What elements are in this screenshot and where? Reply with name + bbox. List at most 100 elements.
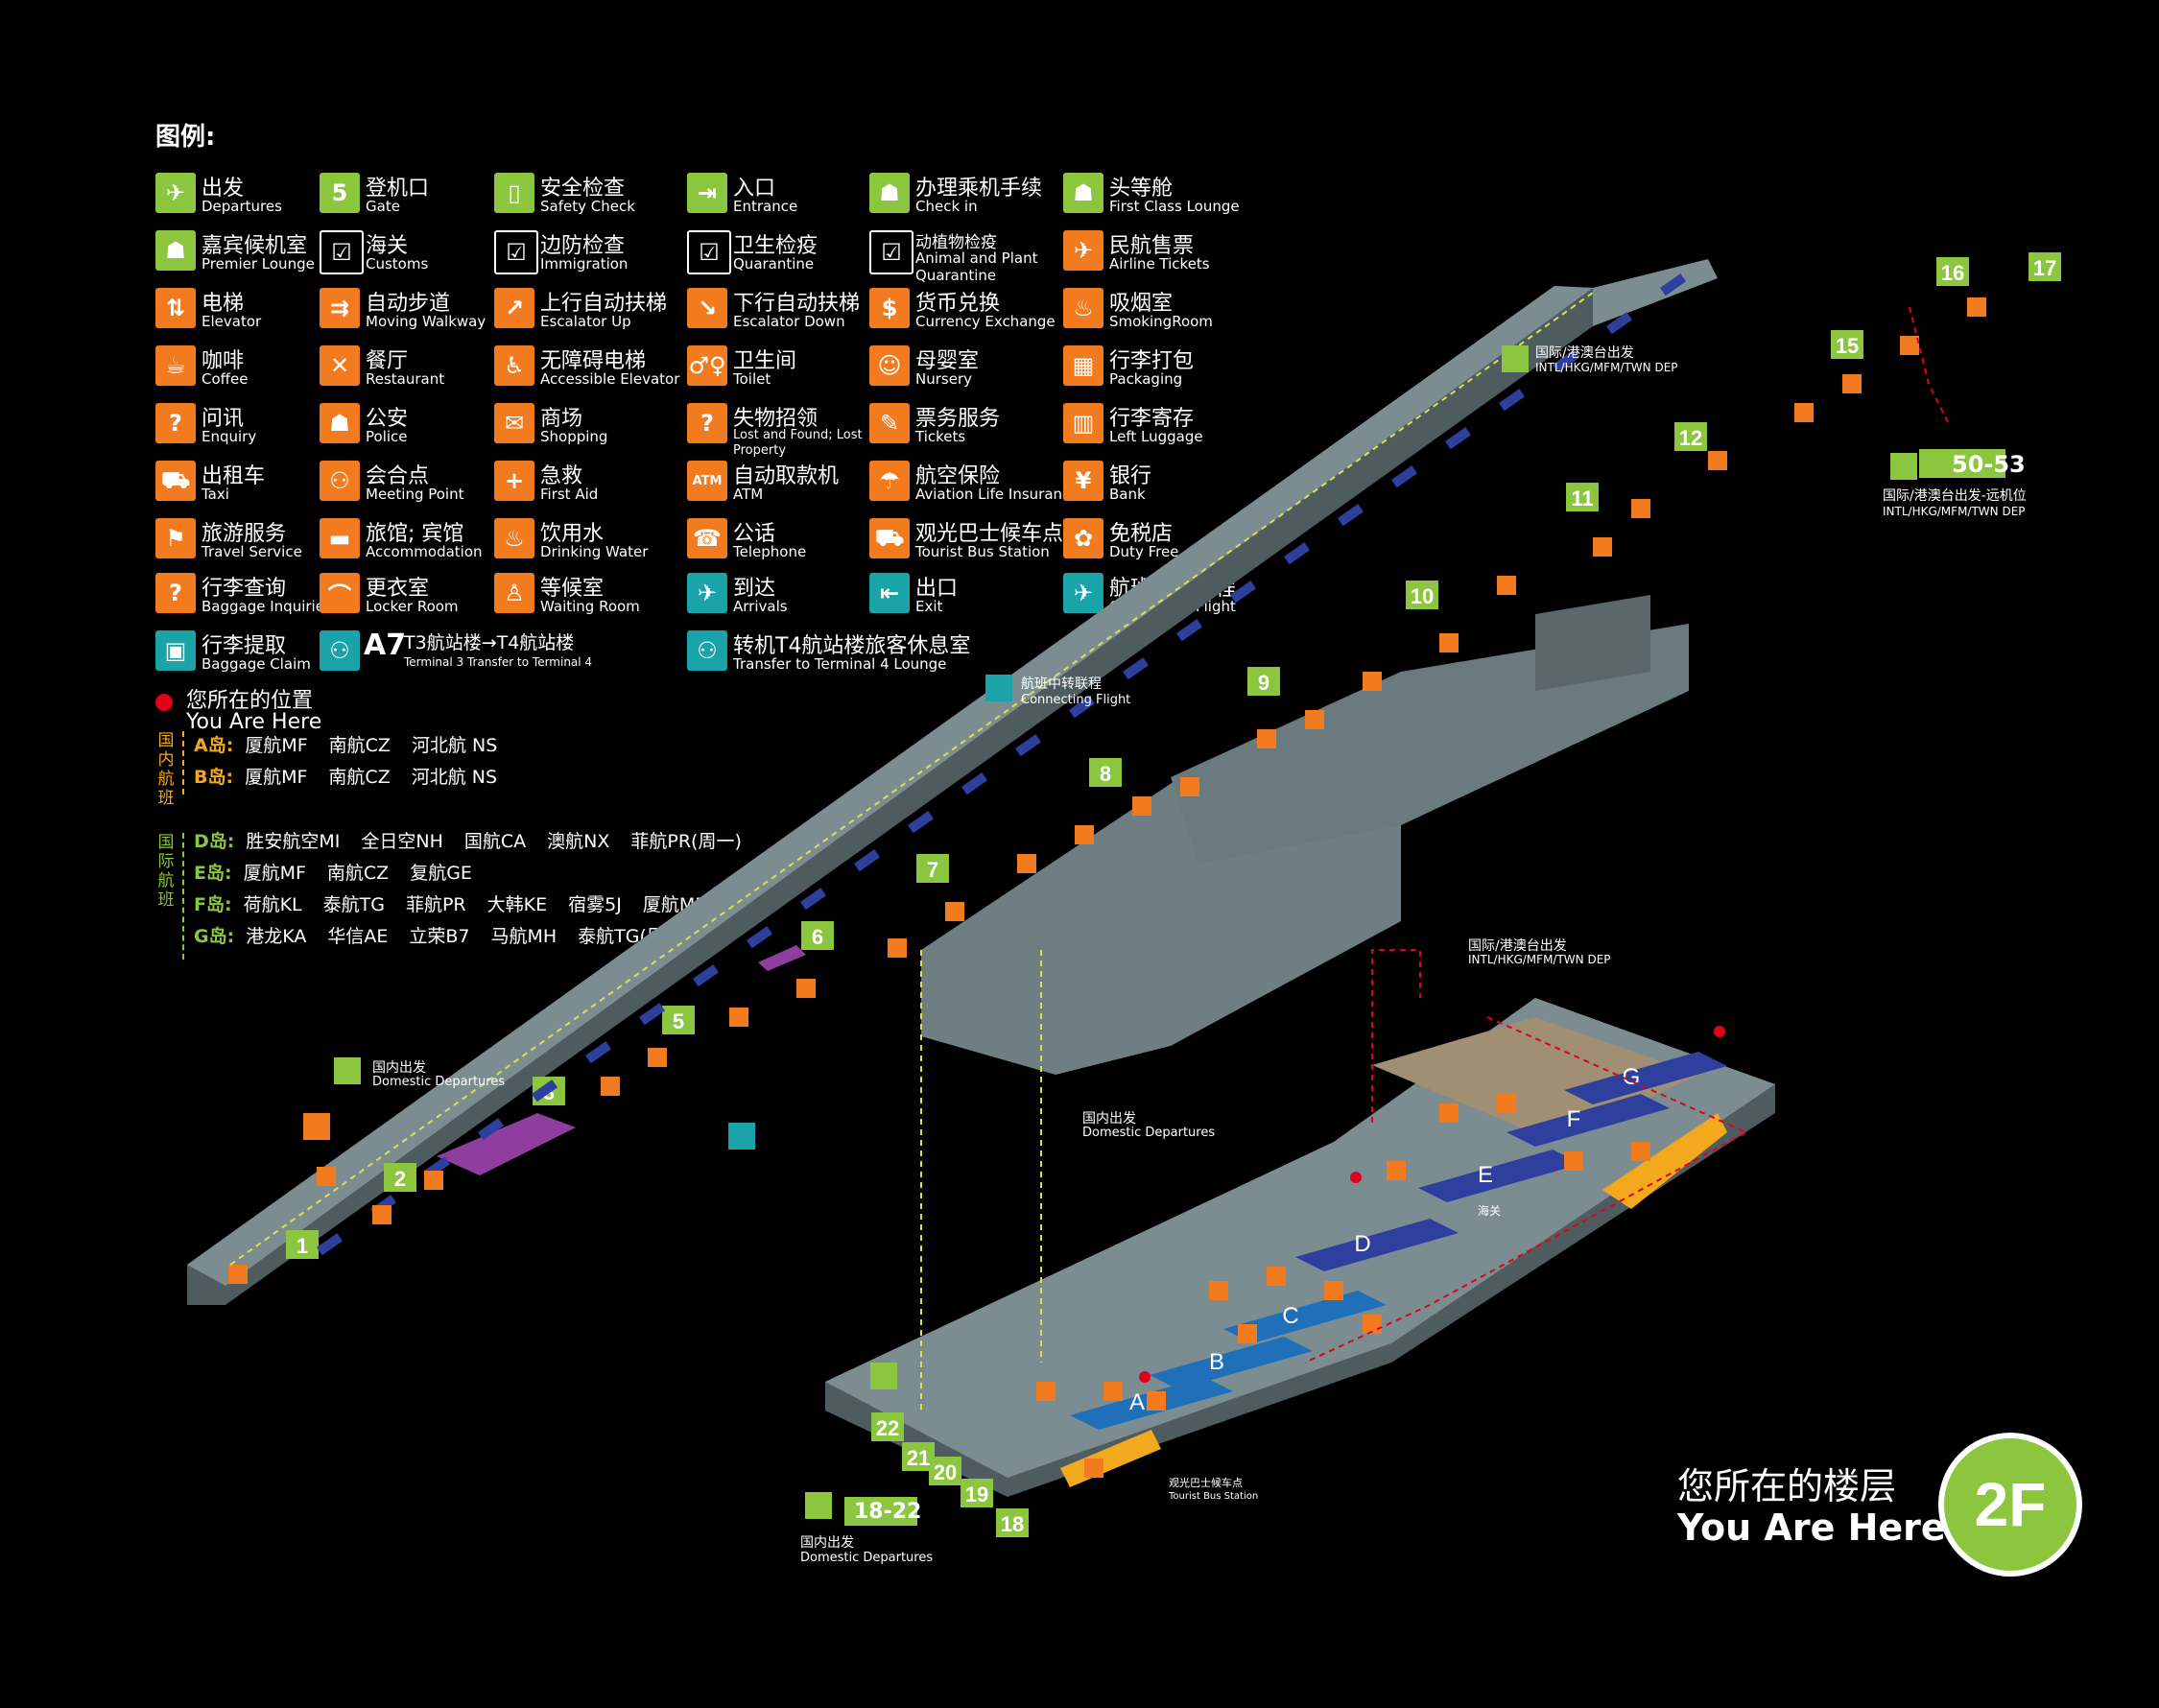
airline-name: 荷航KL bbox=[243, 894, 302, 915]
island-label: C bbox=[1282, 1303, 1298, 1329]
airline-name: 河北航 NS bbox=[411, 767, 498, 788]
legend-label-en: Moving Walkway bbox=[366, 313, 486, 330]
legend-title: 图例: bbox=[155, 123, 216, 152]
flight-group-label: 国际航班 bbox=[157, 833, 175, 910]
legend-label-en: Aviation Life Insurance bbox=[915, 486, 1080, 503]
service-icon bbox=[1363, 672, 1382, 691]
service-icon bbox=[601, 1077, 620, 1096]
flight-group-divider bbox=[182, 833, 184, 960]
gate-marker bbox=[996, 1508, 1029, 1537]
gate-number: 18 bbox=[1001, 1512, 1024, 1536]
transfer-lounge-sign bbox=[728, 1123, 755, 1150]
legend-label-cn: T3航站楼→T4航站楼 bbox=[404, 632, 575, 653]
legend-label-en: Escalator Down bbox=[733, 313, 845, 330]
domestic-dep-label-en: Domestic Departures bbox=[1082, 1126, 1216, 1140]
floor-label-en: You Are Here bbox=[1677, 1506, 1946, 1549]
check-in-island bbox=[1150, 1337, 1313, 1389]
first-class-lounge-icon: ☗ bbox=[1063, 173, 1103, 213]
legend-label-cn: 票务服务 bbox=[915, 407, 1001, 431]
service-icon bbox=[317, 1167, 336, 1186]
customs-label: 海关 bbox=[1478, 1204, 1502, 1218]
drinking-water-icon: ♨ bbox=[494, 518, 534, 558]
legend-label-en: Arrivals bbox=[733, 598, 788, 615]
legend-label-en: Restaurant bbox=[366, 370, 445, 388]
legend-label-cn: 银行 bbox=[1109, 464, 1152, 488]
legend-label-cn: 失物招领 bbox=[733, 407, 819, 431]
legend-label-en: Quarantine bbox=[733, 255, 815, 273]
island-label: G bbox=[1623, 1064, 1641, 1090]
seating-row bbox=[639, 1003, 666, 1026]
service-icon bbox=[1257, 729, 1276, 748]
legend-label-cn: 自动步道 bbox=[366, 292, 451, 316]
taxi-icon: ⛟ bbox=[155, 461, 196, 501]
legend-label-en: Enquiry bbox=[202, 428, 257, 445]
legend-label-en: Telephone bbox=[733, 543, 807, 560]
legend-label-cn: 旅馆; 宾馆 bbox=[366, 522, 464, 546]
departures-sign bbox=[1502, 345, 1529, 372]
legend-label-en: Locker Room bbox=[366, 598, 459, 615]
legend-label-en: First Class Lounge bbox=[1109, 198, 1240, 215]
seating-row bbox=[1122, 657, 1150, 680]
gate-number: 19 bbox=[965, 1483, 988, 1506]
island-key: G岛: bbox=[194, 926, 235, 947]
seating-row bbox=[1499, 389, 1526, 412]
legend-label-en: Tourist Bus Station bbox=[915, 543, 1050, 560]
you-are-here-dot bbox=[1350, 1172, 1362, 1183]
seating-row bbox=[800, 888, 827, 911]
island-label: A bbox=[1129, 1389, 1145, 1415]
service-icon bbox=[1238, 1324, 1257, 1343]
airline-name: 马航MH bbox=[490, 926, 558, 947]
intl-dep-label-cn: 国际/港澳台出发 bbox=[1535, 345, 1634, 361]
gate-marker bbox=[916, 854, 949, 883]
island-label: E bbox=[1478, 1162, 1493, 1188]
legend-label-cn: 问讯 bbox=[202, 407, 245, 431]
island-key: E岛: bbox=[194, 863, 232, 884]
airline-name: 立荣B7 bbox=[409, 926, 470, 947]
restaurant-icon: ✕ bbox=[320, 345, 360, 386]
intl-dep-label-en: INTL/HKG/MFM/TWN DEP bbox=[1535, 361, 1678, 374]
legend-label-en: Drinking Water bbox=[540, 543, 649, 560]
service-icon bbox=[1387, 1161, 1406, 1180]
legend-label-cn: 急救 bbox=[540, 464, 583, 488]
service-icon bbox=[1967, 297, 1986, 317]
floor-badge: 2F bbox=[1938, 1433, 2082, 1577]
service-icon bbox=[796, 979, 816, 998]
departures-sign bbox=[334, 1057, 361, 1084]
legend-label-en: Entrance bbox=[733, 198, 798, 215]
legend-label-cn: 头等舱 bbox=[1109, 177, 1174, 201]
locker-room-icon: ⌒ bbox=[320, 573, 360, 613]
gate-marker bbox=[2029, 252, 2061, 281]
entrance-icon: ⇥ bbox=[687, 173, 727, 213]
service-icon bbox=[1631, 1142, 1650, 1161]
legend-label-cn: 海关 bbox=[366, 234, 409, 258]
legend-label-cn: 到达 bbox=[733, 577, 776, 601]
legend-label-en: Left Luggage bbox=[1109, 428, 1203, 445]
legend-label-en: Elevator bbox=[202, 313, 262, 330]
accommodation-icon: ▬ bbox=[320, 518, 360, 558]
elevator-icon: ⇅ bbox=[155, 288, 196, 328]
island-key: F岛: bbox=[194, 894, 232, 915]
currency-exchange-icon: $ bbox=[869, 288, 910, 328]
connecting-flight-icon: ✈ bbox=[1063, 573, 1103, 613]
gate-number: 20 bbox=[934, 1460, 957, 1484]
seating-row bbox=[961, 772, 988, 795]
